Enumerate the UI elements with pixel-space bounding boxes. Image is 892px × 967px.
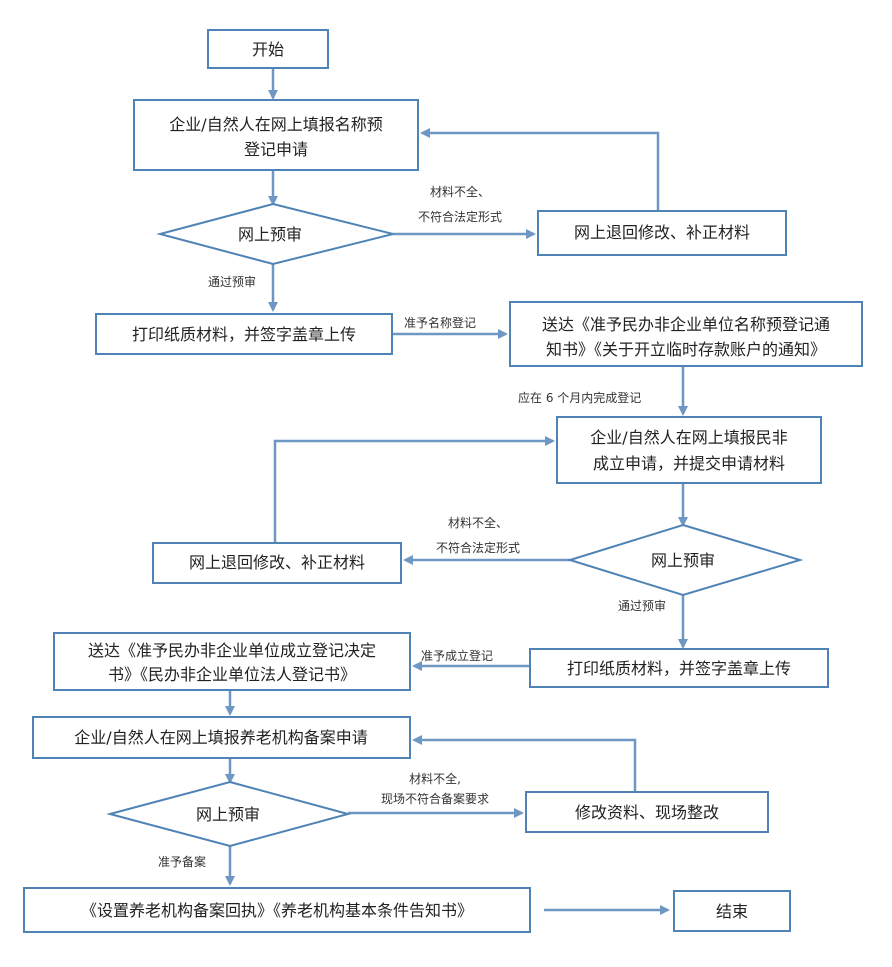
label-within-6-months: 应在 6 个月内完成登记 — [518, 390, 641, 405]
label-incomplete-3-line2: 现场不符合备案要求 — [381, 791, 489, 806]
node-start: 开始 — [207, 29, 329, 69]
node-notice-2-line1: 送达《准予民办非企业单位成立登记决定 — [88, 641, 376, 660]
node-notice-1-line2: 知书》《关于开立临时存款账户的通知》 — [546, 340, 826, 359]
label-approve-record: 准予备案 — [158, 854, 206, 869]
node-print-1-text: 打印纸质材料，并签字盖章上传 — [132, 325, 356, 344]
node-review-3: 网上预审 — [106, 780, 352, 848]
node-receipt-text: 《设置养老机构备案回执》《养老机构基本条件告知书》 — [81, 901, 473, 920]
node-review-2: 网上预审 — [566, 523, 804, 597]
node-receipt: 《设置养老机构备案回执》《养老机构基本条件告知书》 — [23, 887, 531, 933]
label-passed-2: 通过预审 — [618, 598, 666, 613]
node-print-2-text: 打印纸质材料，并签字盖章上传 — [567, 659, 791, 678]
node-notice-1-line1: 送达《准予民办非企业单位名称预登记通 — [542, 315, 830, 334]
label-incomplete-2-line1: 材料不全、 — [448, 515, 508, 530]
label-incomplete-3-line1: 材料不全, — [409, 771, 461, 786]
node-apply-name: 企业/自然人在网上填报名称预 登记申请 — [133, 99, 419, 171]
node-end-text: 结束 — [716, 902, 748, 921]
label-incomplete-1-line1: 材料不全、 — [430, 184, 490, 199]
node-apply-establish: 企业/自然人在网上填报民非 成立申请，并提交申请材料 — [556, 416, 822, 484]
node-fix-3-text: 修改资料、现场整改 — [575, 803, 719, 822]
node-notice-2-line2: 书》《民办非企业单位法人登记书》 — [108, 665, 356, 684]
label-approve-name: 准予名称登记 — [404, 315, 476, 330]
node-start-text: 开始 — [252, 40, 284, 59]
node-review-1-text: 网上预审 — [238, 225, 302, 244]
node-return-1: 网上退回修改、补正材料 — [537, 210, 787, 256]
arrow-return1-back-to-apply — [420, 128, 660, 211]
node-notice-2: 送达《准予民办非企业单位成立登记决定 书》《民办非企业单位法人登记书》 — [53, 632, 411, 691]
node-apply-establish-line2: 成立申请，并提交申请材料 — [593, 454, 785, 473]
node-return-2: 网上退回修改、补正材料 — [152, 542, 402, 584]
node-review-2-text: 网上预审 — [651, 551, 715, 570]
label-approve-establish: 准予成立登记 — [421, 648, 493, 663]
arrow-fix3-back-to-apply-record — [412, 735, 637, 792]
node-apply-record: 企业/自然人在网上填报养老机构备案申请 — [32, 716, 411, 759]
node-apply-name-line2: 登记申请 — [244, 140, 308, 159]
label-incomplete-1-line2: 不符合法定形式 — [418, 209, 502, 224]
node-print-1: 打印纸质材料，并签字盖章上传 — [95, 313, 393, 355]
node-apply-record-text: 企业/自然人在网上填报养老机构备案申请 — [74, 728, 367, 747]
node-notice-1: 送达《准予民办非企业单位名称预登记通 知书》《关于开立临时存款账户的通知》 — [509, 301, 863, 367]
node-review-1: 网上预审 — [156, 202, 394, 266]
connectors — [225, 68, 688, 915]
arrow-return2-back-to-apply-est — [273, 436, 555, 543]
edge-labels: 材料不全、 不符合法定形式 通过预审 准予名称登记 应在 6 个月内完成登记 材… — [158, 184, 666, 869]
node-apply-name-line1: 企业/自然人在网上填报名称预 — [169, 115, 382, 134]
node-apply-establish-line1: 企业/自然人在网上填报民非 — [590, 428, 787, 447]
node-return-2-text: 网上退回修改、补正材料 — [189, 553, 365, 572]
node-fix-3: 修改资料、现场整改 — [525, 791, 769, 833]
label-passed-1: 通过预审 — [208, 274, 256, 289]
label-incomplete-2-line2: 不符合法定形式 — [436, 540, 520, 555]
node-review-3-text: 网上预审 — [196, 805, 260, 824]
node-print-2: 打印纸质材料，并签字盖章上传 — [529, 648, 829, 688]
node-return-1-text: 网上退回修改、补正材料 — [574, 223, 750, 242]
node-end: 结束 — [673, 890, 791, 932]
